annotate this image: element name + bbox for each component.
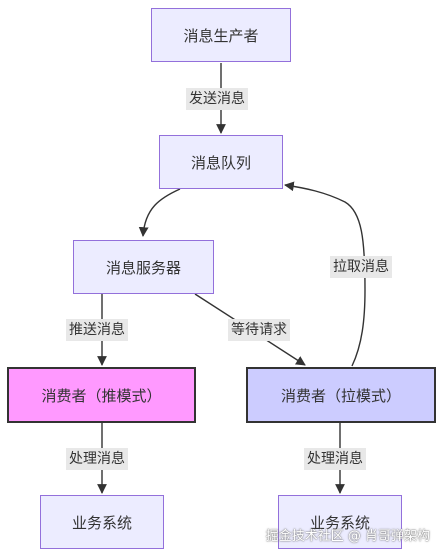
- node-server: 消息服务器: [73, 240, 214, 294]
- edge-label-send: 发送消息: [186, 88, 248, 110]
- node-consumer-pull: 消费者（拉模式）: [246, 367, 436, 423]
- node-consumer-push: 消费者（推模式）: [7, 367, 196, 423]
- node-producer: 消息生产者: [151, 8, 291, 62]
- edge-pull: [284, 181, 366, 367]
- edge-label-wait: 等待请求: [228, 319, 290, 341]
- node-biz-right: 业务系统: [278, 495, 402, 549]
- watermark: 掘金技术社区 @ 肖哥弹架构: [265, 529, 430, 544]
- node-biz-left: 业务系统: [40, 495, 164, 549]
- edge-label-process-left: 处理消息: [66, 448, 128, 470]
- edge-queue-to-server: [138, 188, 181, 237]
- node-queue: 消息队列: [159, 135, 283, 189]
- edge-label-process-right: 处理消息: [304, 448, 366, 470]
- edge-label-pull: 拉取消息: [330, 256, 392, 278]
- edge-label-push: 推送消息: [66, 319, 128, 341]
